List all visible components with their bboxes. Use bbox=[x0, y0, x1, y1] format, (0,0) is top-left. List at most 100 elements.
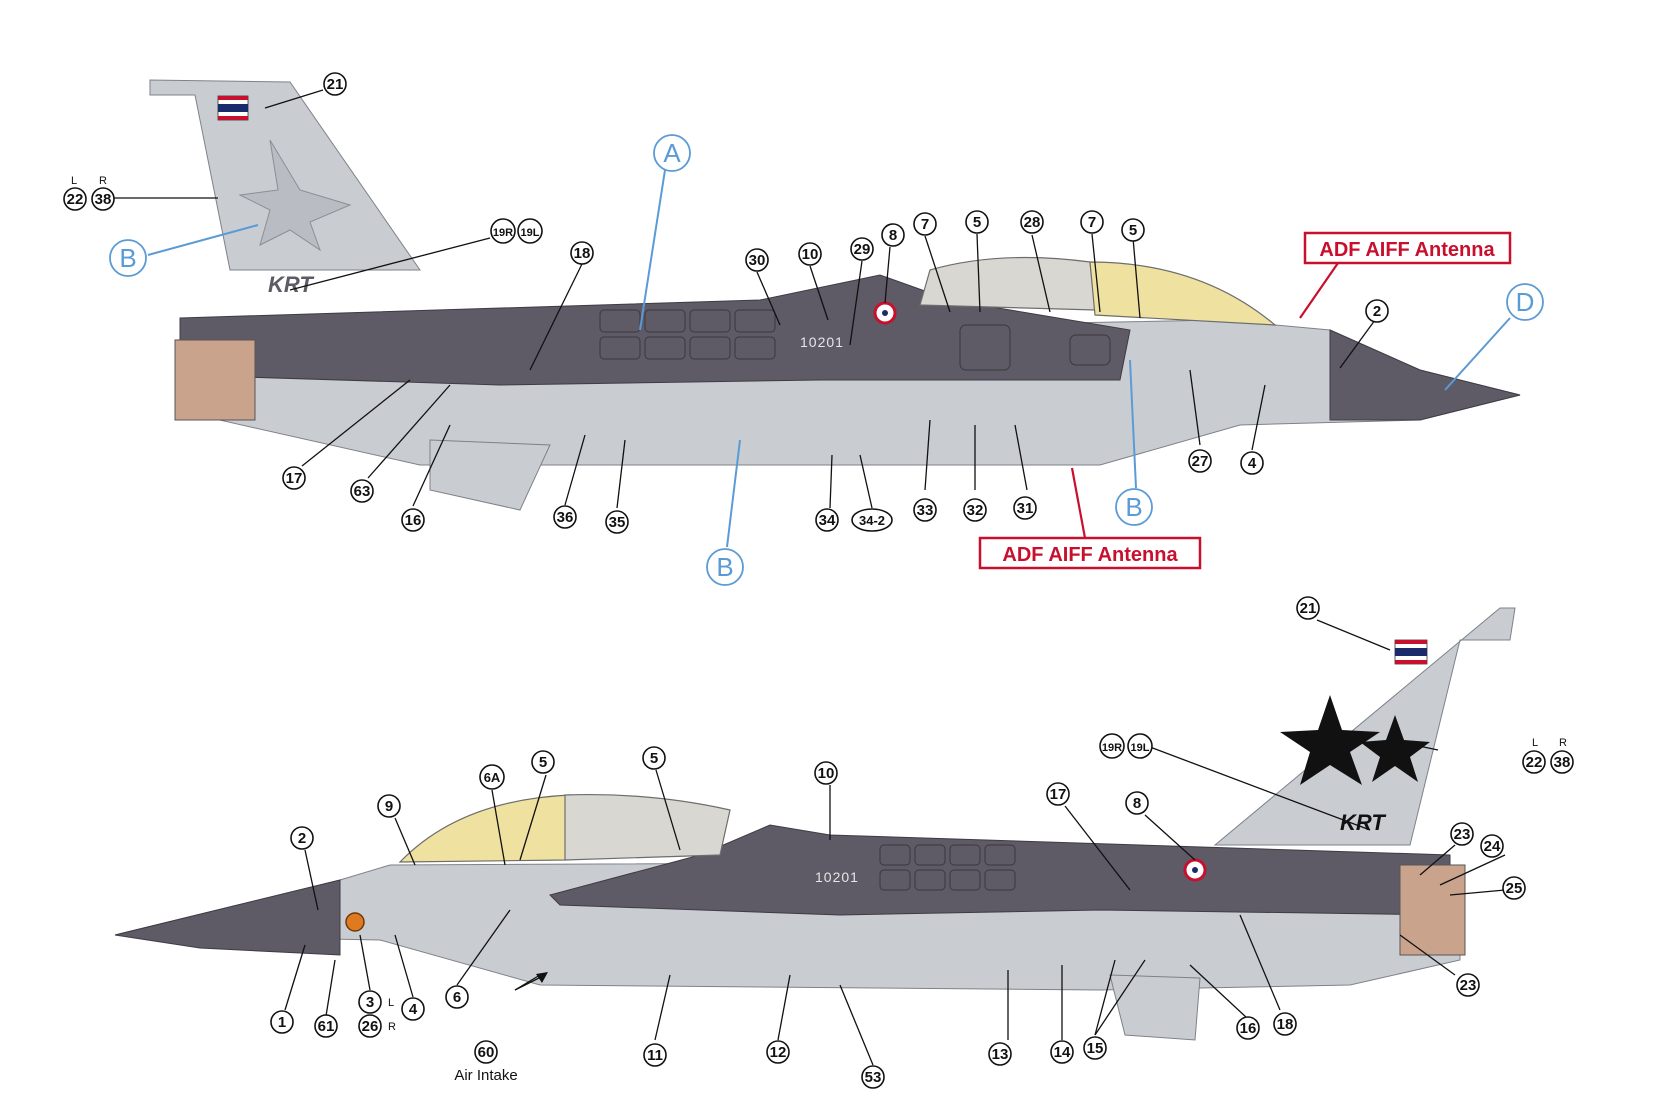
svg-text:38: 38 bbox=[1554, 754, 1571, 771]
bottom-panel-lines bbox=[879, 844, 1016, 891]
top-callouts: 21 L R 22 38 19R 19L 18 30 10 29 8 7 5 2… bbox=[63, 72, 1389, 534]
svg-text:R: R bbox=[388, 1021, 396, 1033]
svg-text:34: 34 bbox=[819, 512, 836, 529]
callout-38 bbox=[91, 187, 115, 211]
bottom-tail-star-1 bbox=[1280, 695, 1380, 785]
svg-text:53: 53 bbox=[865, 1069, 882, 1086]
callout-7a bbox=[913, 212, 937, 236]
bottom-callout-26 bbox=[358, 1014, 382, 1038]
svg-text:61: 61 bbox=[318, 1018, 335, 1035]
svg-text:35: 35 bbox=[609, 514, 626, 531]
adf-aiff-antenna-lower bbox=[978, 536, 1202, 570]
svg-text:25: 25 bbox=[1506, 880, 1523, 897]
callout-27 bbox=[1188, 449, 1212, 473]
callout-30 bbox=[745, 248, 769, 272]
svg-text:5: 5 bbox=[973, 214, 981, 231]
callout-16 bbox=[401, 508, 425, 532]
bottom-callout-12 bbox=[766, 1040, 790, 1064]
svg-text:B: B bbox=[119, 243, 136, 273]
callout-5b bbox=[1121, 218, 1145, 242]
bottom-callout-17 bbox=[1046, 782, 1070, 806]
top-tail-code: KRT bbox=[268, 272, 314, 297]
bottom-callout-5a bbox=[642, 746, 666, 770]
svg-text:1: 1 bbox=[278, 1014, 286, 1031]
ref-area-b-fuselage bbox=[1115, 488, 1153, 526]
svg-text:9: 9 bbox=[385, 798, 393, 815]
callout-33 bbox=[913, 498, 937, 522]
bottom-callout-8 bbox=[1125, 791, 1149, 815]
bottom-callout-25 bbox=[1502, 876, 1526, 900]
svg-text:21: 21 bbox=[1300, 600, 1317, 617]
bottom-callout-61 bbox=[314, 1014, 338, 1038]
bottom-callout-53 bbox=[861, 1065, 885, 1089]
svg-text:L: L bbox=[71, 175, 77, 187]
top-tail-star bbox=[238, 139, 352, 252]
svg-text:ADF AIFF Antenna: ADF AIFF Antenna bbox=[1319, 239, 1495, 261]
bottom-callout-6a bbox=[479, 764, 505, 790]
callout-2 bbox=[1365, 299, 1389, 323]
svg-text:8: 8 bbox=[889, 227, 897, 244]
callout-17 bbox=[282, 466, 306, 490]
svg-text:10: 10 bbox=[818, 765, 835, 782]
svg-text:23: 23 bbox=[1460, 977, 1477, 994]
top-dark-band bbox=[179, 274, 1131, 386]
callout-19l bbox=[517, 218, 543, 244]
svg-text:63: 63 bbox=[354, 483, 371, 500]
callout-21 bbox=[323, 72, 347, 96]
svg-text:5: 5 bbox=[1129, 222, 1137, 239]
bottom-callout-1 bbox=[270, 1010, 294, 1034]
bottom-callout-60 bbox=[474, 1040, 498, 1064]
bottom-callout-13 bbox=[988, 1042, 1012, 1066]
bottom-tail-code: KRT bbox=[1340, 810, 1386, 835]
top-panel-lines bbox=[599, 309, 1111, 371]
svg-text:L: L bbox=[1532, 737, 1538, 749]
svg-text:11: 11 bbox=[647, 1047, 663, 1064]
svg-text:23: 23 bbox=[1454, 826, 1471, 843]
bottom-callout-15 bbox=[1083, 1036, 1107, 1060]
svg-text:12: 12 bbox=[770, 1044, 787, 1061]
bottom-callout-11 bbox=[643, 1043, 667, 1067]
svg-text:8: 8 bbox=[1133, 795, 1141, 812]
top-radome bbox=[1329, 329, 1521, 421]
svg-text:24: 24 bbox=[1484, 838, 1501, 855]
svg-text:16: 16 bbox=[405, 512, 422, 529]
callout-34-2 bbox=[851, 508, 893, 532]
bottom-callout-14 bbox=[1050, 1040, 1074, 1064]
callout-35 bbox=[605, 510, 629, 534]
callout-31 bbox=[1013, 496, 1037, 520]
bottom-canopy-rear bbox=[564, 793, 731, 861]
callout-32 bbox=[963, 498, 987, 522]
ref-area-a bbox=[653, 134, 691, 172]
svg-text:22: 22 bbox=[1526, 754, 1543, 771]
bottom-callouts: 21 L R 22 38 19R 19L 8 17 10 5 5 6A 9 2 … bbox=[270, 596, 1574, 1089]
top-ventral-fin bbox=[429, 439, 551, 511]
svg-text:19R: 19R bbox=[493, 227, 513, 239]
aircraft-top-profile: 10201 KRT bbox=[149, 79, 1521, 511]
svg-text:6: 6 bbox=[453, 989, 461, 1006]
top-canopy-front bbox=[1089, 261, 1277, 326]
callout-63 bbox=[350, 479, 374, 503]
callout-4 bbox=[1240, 451, 1264, 475]
svg-text:32: 32 bbox=[967, 502, 984, 519]
svg-text:A: A bbox=[663, 138, 681, 168]
bottom-callout-10 bbox=[814, 761, 838, 785]
svg-text:19L: 19L bbox=[1131, 742, 1150, 754]
bottom-callout-2 bbox=[290, 826, 314, 850]
svg-text:16: 16 bbox=[1240, 1020, 1257, 1037]
bottom-callout-16 bbox=[1236, 1016, 1260, 1040]
svg-text:21: 21 bbox=[327, 76, 344, 93]
bottom-callout-19l bbox=[1127, 733, 1153, 759]
svg-text:2: 2 bbox=[298, 830, 306, 847]
svg-text:6A: 6A bbox=[484, 770, 501, 785]
svg-text:4: 4 bbox=[409, 1001, 418, 1018]
top-exhaust bbox=[174, 339, 256, 421]
bottom-callout-5b bbox=[531, 750, 555, 774]
svg-text:D: D bbox=[1516, 287, 1535, 317]
svg-text:ADF AIFF Antenna: ADF AIFF Antenna bbox=[1002, 544, 1178, 566]
svg-text:22: 22 bbox=[67, 191, 84, 208]
svg-text:4: 4 bbox=[1248, 455, 1257, 472]
bottom-callout-18 bbox=[1273, 1012, 1297, 1036]
ref-area-b-tail bbox=[109, 239, 147, 277]
svg-text:38: 38 bbox=[95, 191, 112, 208]
bottom-ventral-fin bbox=[1109, 974, 1201, 1041]
